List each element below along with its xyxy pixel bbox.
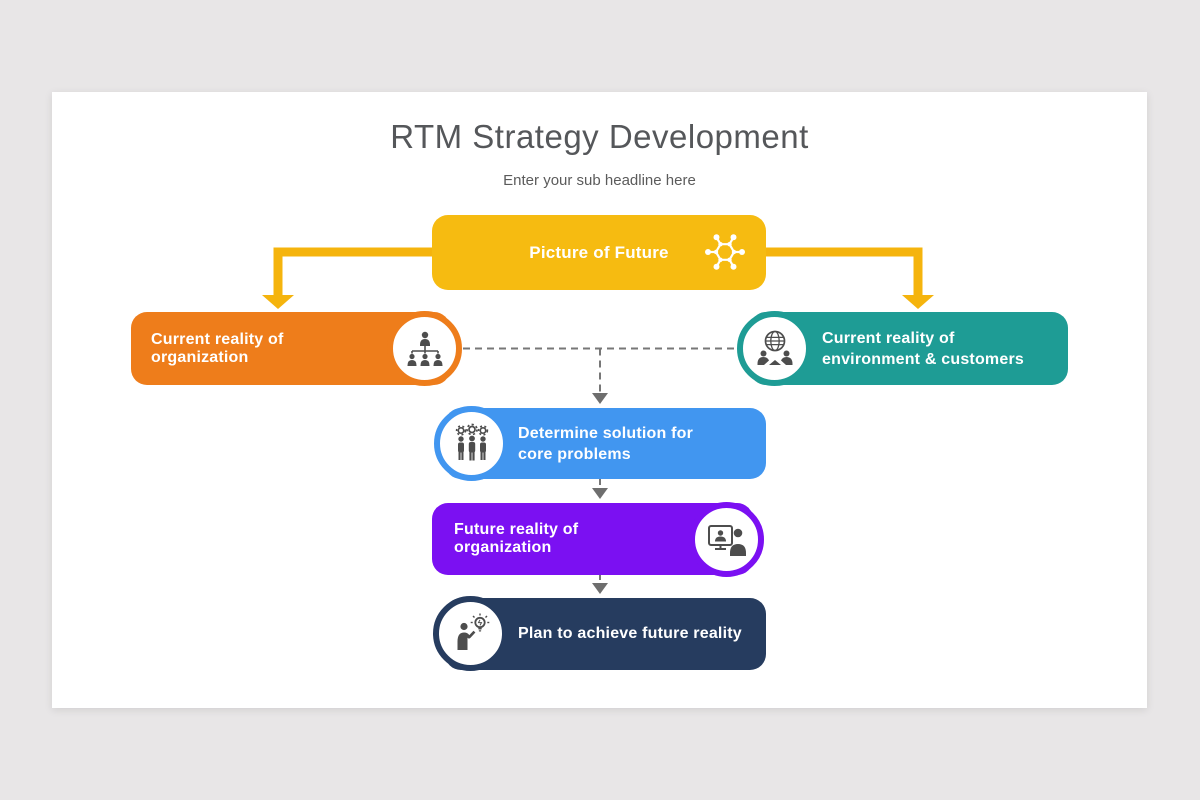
node-label: Future reality of organization bbox=[454, 521, 579, 556]
globe-people-icon bbox=[737, 311, 812, 386]
node-label: Picture of Future bbox=[529, 242, 669, 262]
node-label: Plan to achieve future reality bbox=[518, 625, 742, 642]
node-label: Determine solution for core problems bbox=[518, 424, 694, 463]
node-picture-of-future: Picture of Future bbox=[432, 215, 766, 290]
presentation-person-icon bbox=[689, 502, 764, 577]
node-label: Current reality of environment & custome… bbox=[822, 329, 1024, 368]
molecule-icon bbox=[700, 228, 750, 281]
team-gears-icon bbox=[434, 406, 509, 481]
idea-person-icon bbox=[433, 596, 508, 671]
page-title: RTM Strategy Development bbox=[390, 118, 809, 155]
org-chart-icon bbox=[387, 311, 462, 386]
slide: RTM Strategy Development Enter your sub … bbox=[52, 92, 1147, 708]
page-subtitle: Enter your sub headline here bbox=[503, 172, 696, 189]
node-label: Current reality of organization bbox=[151, 330, 284, 366]
connector-lines bbox=[262, 247, 934, 594]
